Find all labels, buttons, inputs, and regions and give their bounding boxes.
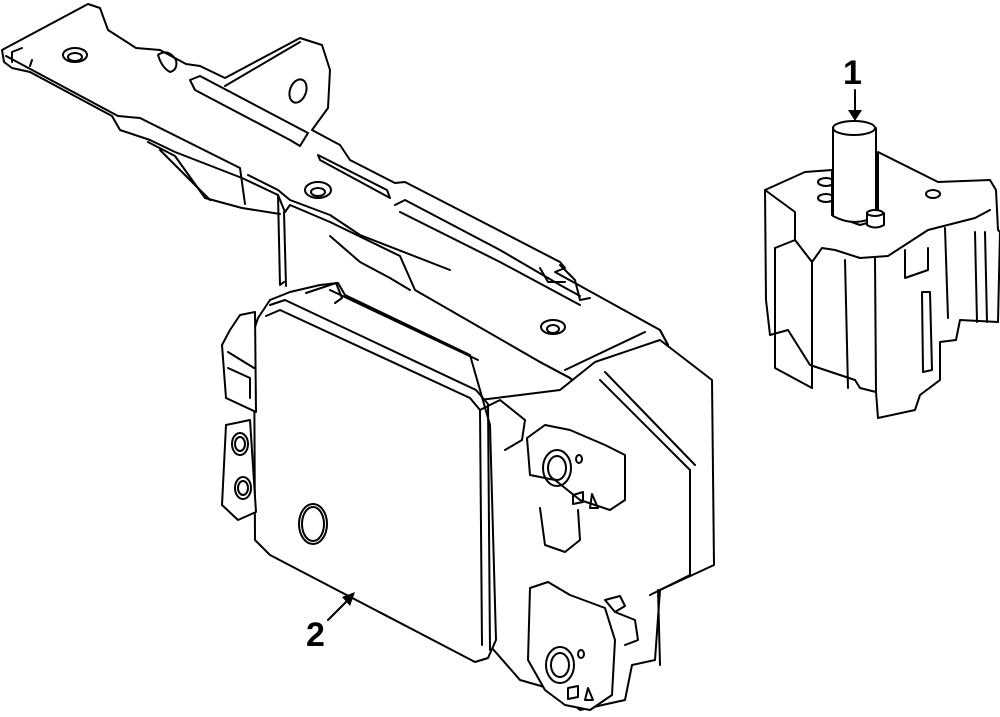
callout-1-label: 1 <box>843 54 862 92</box>
callout-1-arrow <box>848 89 862 121</box>
control-module <box>221 282 715 711</box>
callout-2-label: 2 <box>306 616 325 654</box>
callout-2-arrow <box>327 592 355 621</box>
mounting-bracket <box>1 3 669 393</box>
sensor-component <box>764 120 1000 419</box>
